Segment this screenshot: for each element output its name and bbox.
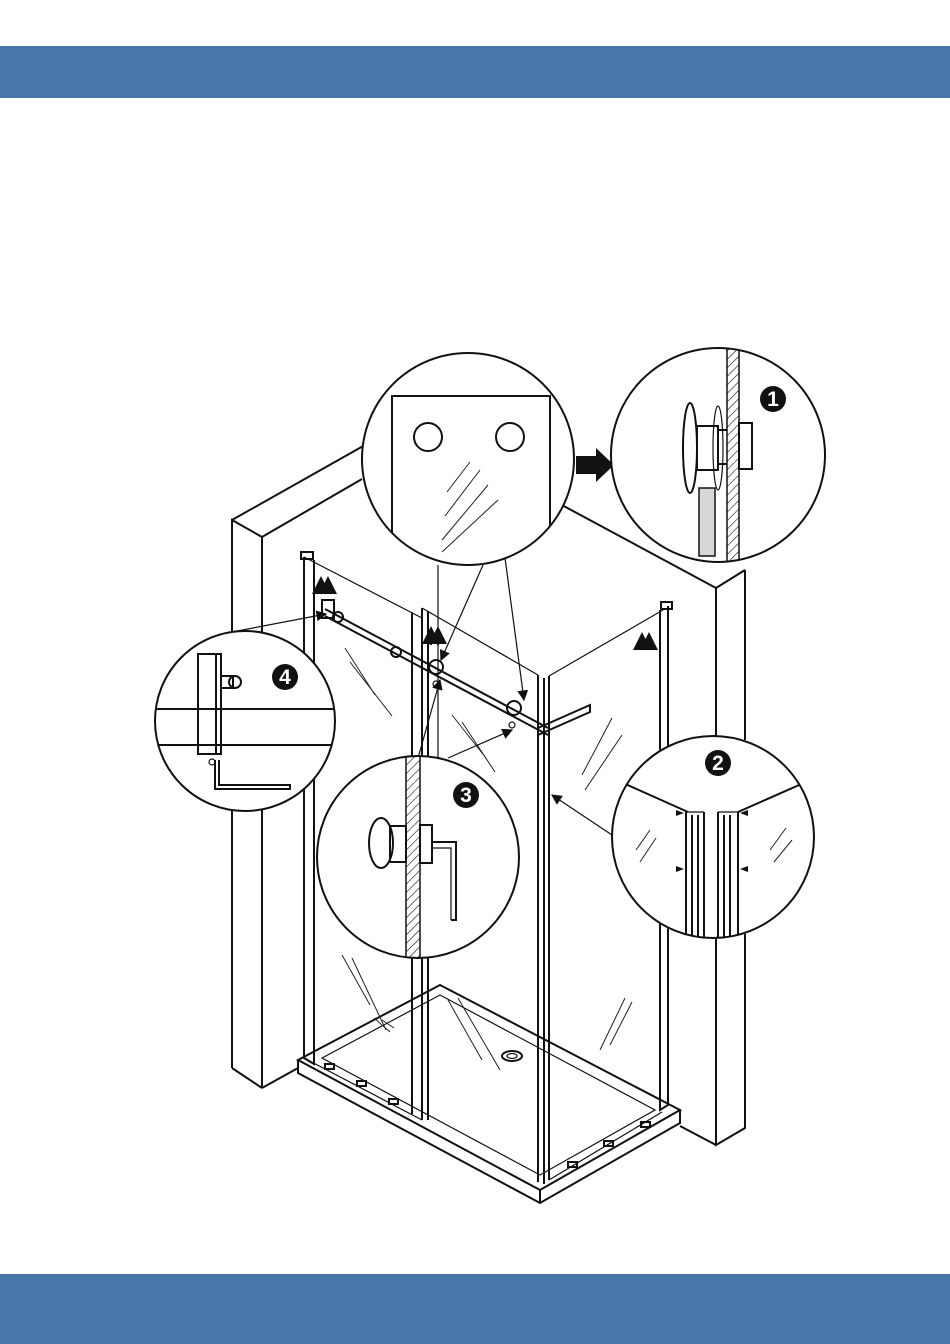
badge-3-label: 3 [460, 784, 472, 807]
badge-4-label: 4 [279, 666, 291, 689]
badge-1: 1 [760, 386, 786, 412]
top-roller-detail [362, 353, 574, 580]
double-up-arrow-icon [642, 634, 649, 648]
double-up-arrow-icon [321, 578, 328, 592]
drain-icon [502, 1051, 522, 1061]
badge-2: 2 [705, 750, 731, 776]
roller-icon [429, 660, 443, 674]
arrow-right-icon [576, 448, 614, 482]
badge-3: 3 [453, 782, 479, 808]
badge-2-label: 2 [712, 752, 724, 775]
badge-1-label: 1 [767, 388, 779, 411]
double-up-arrow-icon [431, 628, 438, 645]
detail-circle-2: 2 [612, 736, 815, 945]
detail-circle-3: 3 [317, 750, 519, 970]
shower-tray [298, 985, 680, 1203]
detail-circle-4: 4 [155, 631, 335, 811]
badge-4: 4 [272, 664, 298, 690]
detail-circle-1: 1 [611, 340, 825, 580]
lift-arrows [321, 578, 649, 648]
